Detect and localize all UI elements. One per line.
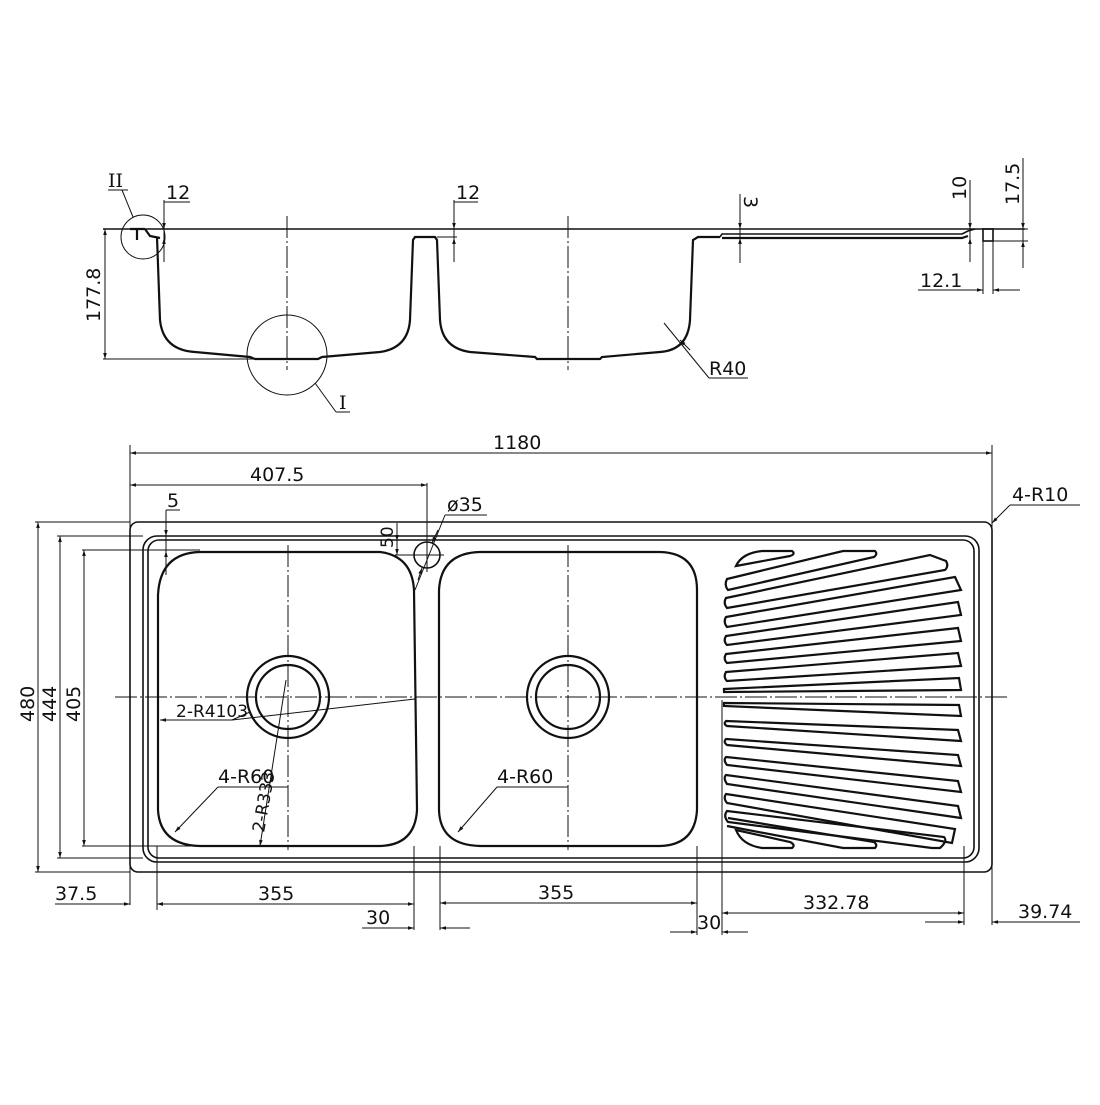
bowl1-r333-leader: [259, 679, 287, 847]
plan-view: 1180 407.5 5 ø35 50 4-R10 480: [17, 432, 1080, 935]
dim-tap-hole-diameter: ø35: [447, 494, 483, 516]
detail-I-leader: [314, 382, 337, 413]
side-view: II I 12 12 177.8 R40 3: [83, 158, 1028, 414]
rim-inner-outline-2: [147, 539, 975, 859]
detail-marker-I: I: [339, 392, 347, 414]
dim-inner-width: 444: [39, 686, 61, 722]
dim-corner-radius-r40: R40: [709, 358, 746, 380]
bowl-section-profile: [155, 235, 720, 361]
bowl1-r60-leader: [174, 786, 219, 833]
dim-edge-width: 12.1: [920, 270, 962, 292]
groove: [734, 549, 795, 568]
dim-edge-height-17-5: 17.5: [1002, 163, 1024, 205]
dim-bowl2-length: 355: [538, 882, 574, 904]
dim-tap-hole-offset: 50: [378, 526, 398, 548]
dim-left-rim-offset: 12: [166, 182, 190, 204]
groove: [723, 773, 963, 820]
tap-hole-leader: [414, 514, 446, 591]
groove: [723, 600, 963, 647]
groove: [723, 755, 963, 794]
dim-overall-width: 480: [17, 686, 39, 722]
groove: [722, 701, 963, 718]
groove: [723, 792, 957, 845]
dim-bowl1-side-radius: 2-R4103: [176, 702, 248, 722]
detail-circle-I: [246, 314, 328, 396]
groove: [722, 676, 963, 694]
dim-tap-hole-position: 407.5: [250, 464, 304, 486]
bowl2-r60-leader: [457, 786, 498, 833]
groove: [723, 626, 963, 665]
drainboard-grooves: [722, 549, 963, 850]
drainboard-lower-profile: [722, 234, 969, 240]
dim-drainboard-length: 332.78: [803, 892, 869, 914]
dim-bowl1-corner-radius: 4-R60: [218, 766, 274, 788]
groove: [726, 816, 878, 850]
detail-marker-II: II: [108, 170, 123, 192]
groove: [723, 737, 963, 768]
rim-inner-outline: [142, 535, 980, 863]
dim-divider-2: 30: [697, 912, 721, 934]
dim-center-rim-offset: 12: [456, 182, 480, 204]
dim-left-margin: 37.5: [55, 883, 97, 905]
groove: [723, 719, 963, 743]
r40-leader: [663, 322, 710, 379]
dim-bowl-depth: 177.8: [83, 268, 105, 322]
detail-circle-II: [120, 214, 166, 260]
right-edge-flange: [982, 228, 994, 242]
dim-overall-length: 1180: [493, 432, 541, 454]
groove: [724, 809, 947, 850]
drainboard-profile: [719, 228, 976, 238]
dim-divider-1: 30: [366, 907, 390, 929]
detail-II-leader: [121, 189, 134, 218]
dim-bowl2-corner-radius: 4-R60: [497, 766, 553, 788]
groove: [723, 575, 963, 629]
dim-bowl1-length: 355: [258, 883, 294, 905]
groove: [723, 553, 949, 610]
groove: [724, 549, 878, 592]
bowl-2-outline: [437, 550, 699, 848]
dim-outer-corner-radius: 4-R10: [1012, 484, 1068, 506]
dim-rim-margin: 5: [167, 490, 179, 512]
dim-bowl-width: 405: [63, 686, 85, 722]
groove: [734, 828, 795, 850]
dim-edge-height-10: 10: [949, 176, 971, 200]
r10-leader: [991, 504, 1011, 524]
left-rim-profile: [130, 227, 161, 240]
dim-drainboard-step: 3: [739, 196, 761, 208]
dim-right-margin: 39.74: [1018, 901, 1072, 923]
groove: [723, 651, 963, 683]
